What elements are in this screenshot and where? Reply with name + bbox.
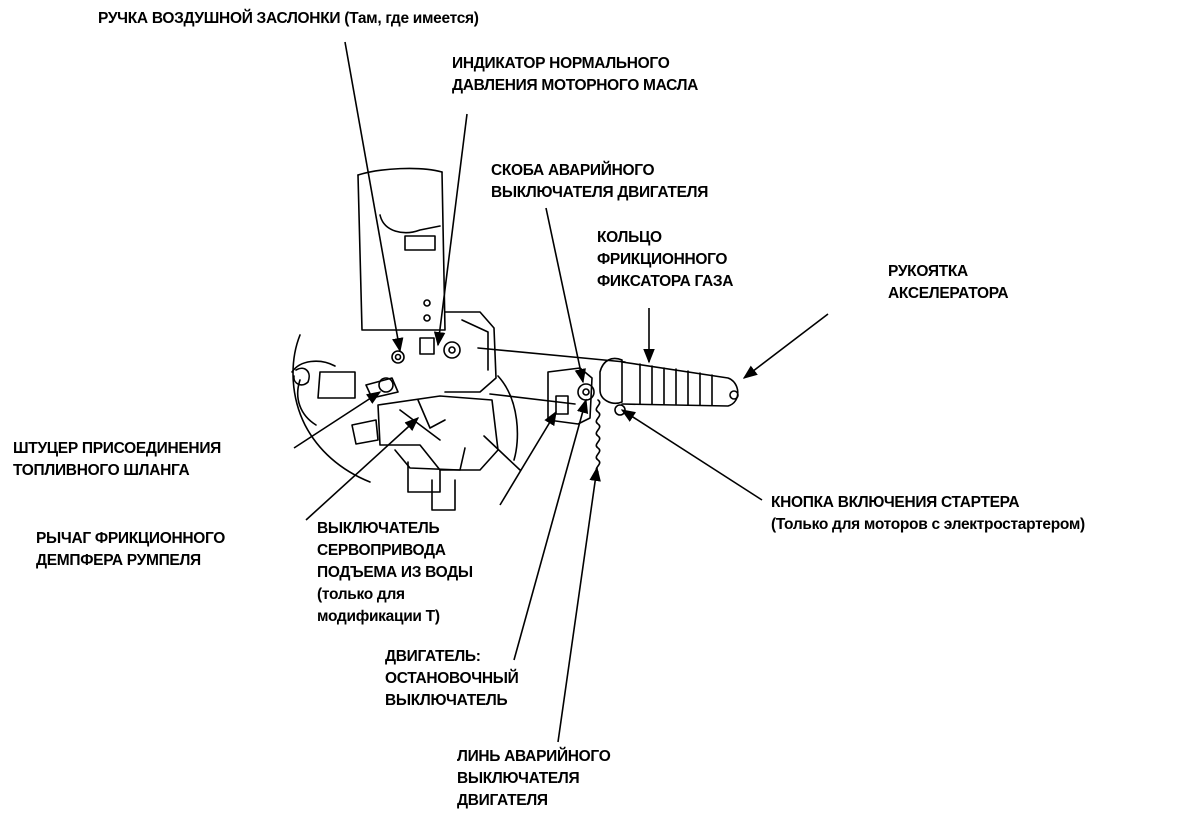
throttle-grip: [621, 361, 739, 407]
label-starter-button: КНОПКА ВКЛЮЧЕНИЯ СТАРТЕРА (Только для мо…: [771, 494, 1085, 533]
lanyard-coil: [595, 399, 601, 473]
label-emergency-stop-clip: СКОБА АВАРИЙНОГО ВЫКЛЮЧАТЕЛЯ ДВИГАТЕЛЯ: [491, 162, 709, 201]
label-choke-knob: РУЧКА ВОЗДУШНОЙ ЗАСЛОНКИ (Там, где имеет…: [98, 10, 479, 27]
control-panel-outline: [357, 171, 446, 331]
leader-lanyard: [557, 466, 601, 743]
tiller-shaft: [477, 347, 626, 363]
engine-cover-outline: [292, 334, 371, 483]
label-fuel-connector: ШТУЦЕР ПРИСОЕДИНЕНИЯ ТОПЛИВНОГО ШЛАНГА: [13, 440, 222, 479]
leader-fuel: [293, 391, 382, 449]
label-engine-stop-switch: ДВИГАТЕЛЬ: ОСТАНОВОЧНЫЙ ВЫКЛЮЧАТЕЛЬ: [385, 648, 519, 709]
leader-starter: [620, 409, 763, 501]
leader-oil: [433, 113, 468, 347]
label-throttle-grip: РУКОЯТКА АКСЕЛЕРАТОРА: [888, 263, 1009, 302]
leader-clip: [545, 207, 586, 384]
leader-trim: [499, 410, 557, 506]
leader-tiller: [305, 417, 420, 521]
leader-choke: [344, 41, 404, 353]
label-power-trim-switch: ВЫКЛЮЧАТЕЛЬ СЕРВОПРИВОДА ПОДЪЕМА ИЗ ВОДЫ…: [317, 520, 473, 625]
label-oil-pressure-indicator: ИНДИКАТОР НОРМАЛЬНОГО ДАВЛЕНИЯ МОТОРНОГО…: [452, 55, 699, 94]
label-emergency-stop-lanyard: ЛИНЬ АВАРИЙНОГО ВЫКЛЮЧАТЕЛЯ ДВИГАТЕЛЯ: [457, 748, 611, 809]
leader-throttle: [742, 313, 829, 379]
label-throttle-friction-ring: КОЛЬЦО ФРИКЦИОННОГО ФИКСАТОРА ГАЗА: [597, 229, 734, 290]
leader-stop: [513, 398, 589, 661]
label-tiller-friction-lever: РЫЧАГ ФРИКЦИОННОГО ДЕМПФЕРА РУМПЕЛЯ: [36, 530, 226, 569]
